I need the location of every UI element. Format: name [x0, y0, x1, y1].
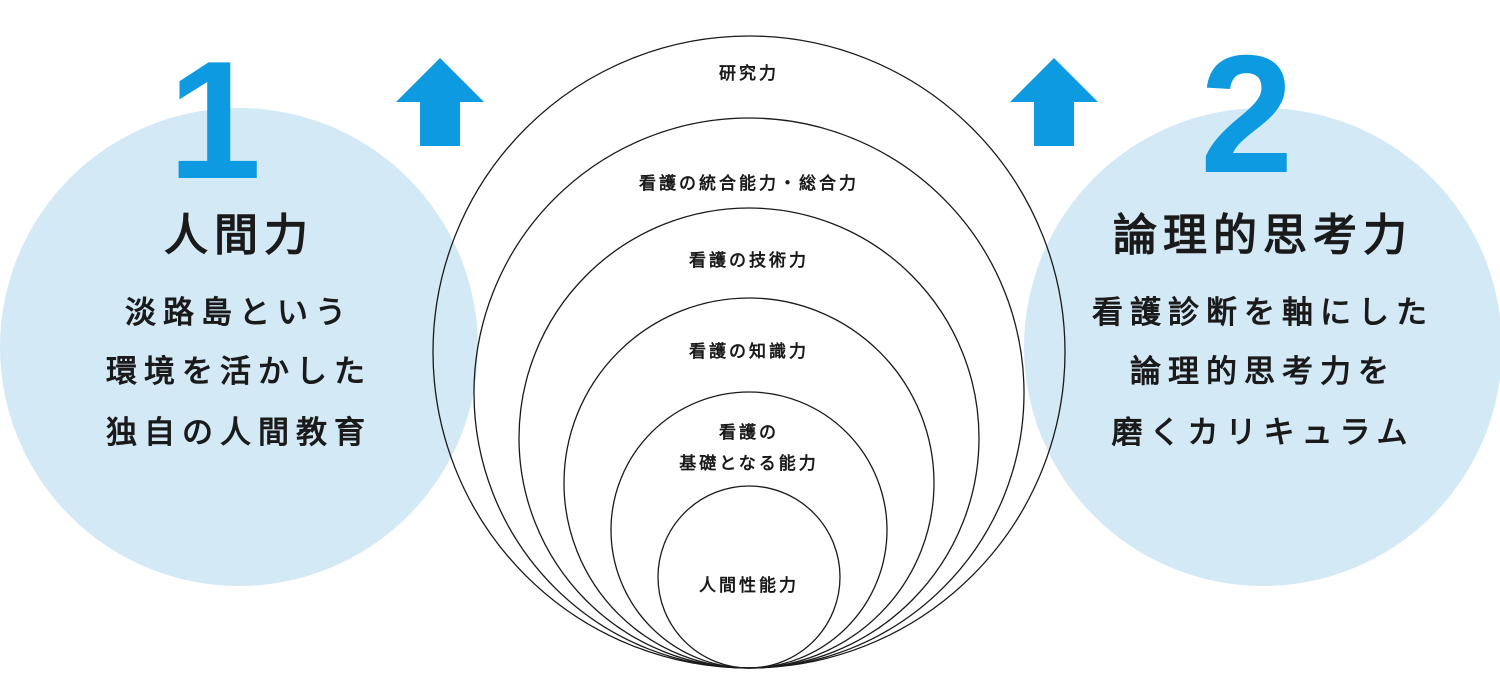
- up-arrow-icon: [396, 58, 484, 146]
- right-panel-circle: [1024, 108, 1500, 586]
- right-panel-line: 論理的思考力を: [1130, 354, 1396, 390]
- left-panel-line: 淡路島という: [125, 295, 353, 331]
- right-panel-line: 磨くカリキュラム: [1111, 415, 1415, 451]
- ring-label-integrated: 看護の統合能力・総合力: [638, 173, 859, 194]
- right-panel-line: 看護診断を軸にした: [1092, 295, 1434, 331]
- ring-label-research: 研究力: [719, 63, 779, 84]
- right-panel-title: 論理的思考力: [1113, 210, 1413, 261]
- left-panel-line: 環境を活かした: [106, 354, 372, 390]
- left-panel-circle: [0, 108, 478, 586]
- ring-label-knowledge: 看護の知識力: [688, 341, 809, 362]
- ring-humanity: [657, 485, 841, 669]
- ring-label-technical: 看護の技術力: [688, 250, 809, 271]
- panel-number-2: 2: [1200, 20, 1293, 208]
- ring-label-foundation-line1: 看護の: [718, 422, 779, 443]
- up-arrow-icon: [1010, 58, 1098, 146]
- panel-number-1: 1: [168, 26, 261, 214]
- left-panel-title: 人間力: [164, 210, 314, 261]
- ring-label-humanity: 人間性能力: [699, 575, 799, 596]
- ring-label-foundation-line2: 基礎となる能力: [678, 453, 819, 474]
- left-panel-line: 独自の人間教育: [106, 415, 372, 451]
